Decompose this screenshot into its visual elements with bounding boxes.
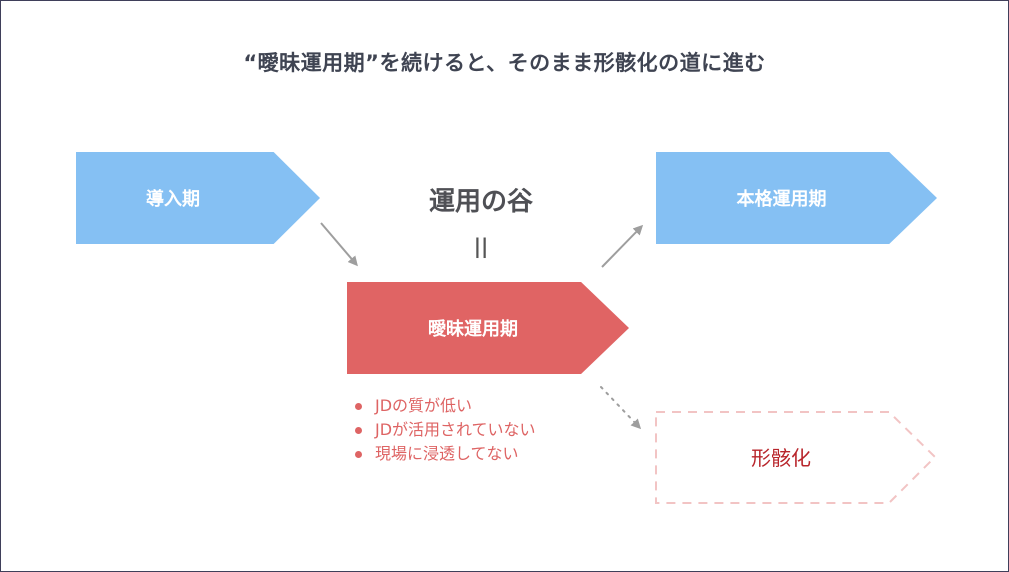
stage-ambiguous-chevron: 曖昧運用期	[347, 282, 629, 374]
arrow-down-to-ambiguous	[320, 222, 358, 267]
dotted-arrow-to-outcome	[600, 386, 642, 430]
slide-title: “曖昧運用期”を続けると、そのまま形骸化の道に進む	[243, 51, 766, 75]
stage-full-operation-chevron: 本格運用期	[656, 152, 937, 244]
issue-text: JDが活用されていない	[375, 420, 536, 439]
stage-ambiguous-label: 曖昧運用期	[428, 319, 518, 340]
arrow-up-to-full-operation	[601, 224, 644, 268]
bullet-icon	[355, 402, 362, 410]
stage-full-operation-label: 本格運用期	[736, 189, 827, 210]
bullet-icon	[355, 450, 362, 458]
outcome-label: 形骸化	[751, 446, 811, 470]
valley-label: 運用の谷	[428, 187, 533, 217]
issue-text: 現場に浸透してない	[375, 444, 519, 463]
outcome-dashed-chevron	[655, 411, 937, 504]
stage-intro-label: 導入期	[146, 189, 200, 210]
issue-item: JDの質が低い	[355, 394, 536, 418]
bullet-icon	[355, 426, 362, 434]
issue-item: JDが活用されていない	[355, 418, 536, 442]
issue-list: JDの質が低い JDが活用されていない 現場に浸透してない	[355, 394, 536, 466]
equals-mark: ||	[473, 234, 489, 258]
stage-intro-chevron: 導入期	[76, 152, 320, 244]
issue-item: 現場に浸透してない	[355, 442, 536, 466]
issue-text: JDの質が低い	[375, 396, 473, 415]
